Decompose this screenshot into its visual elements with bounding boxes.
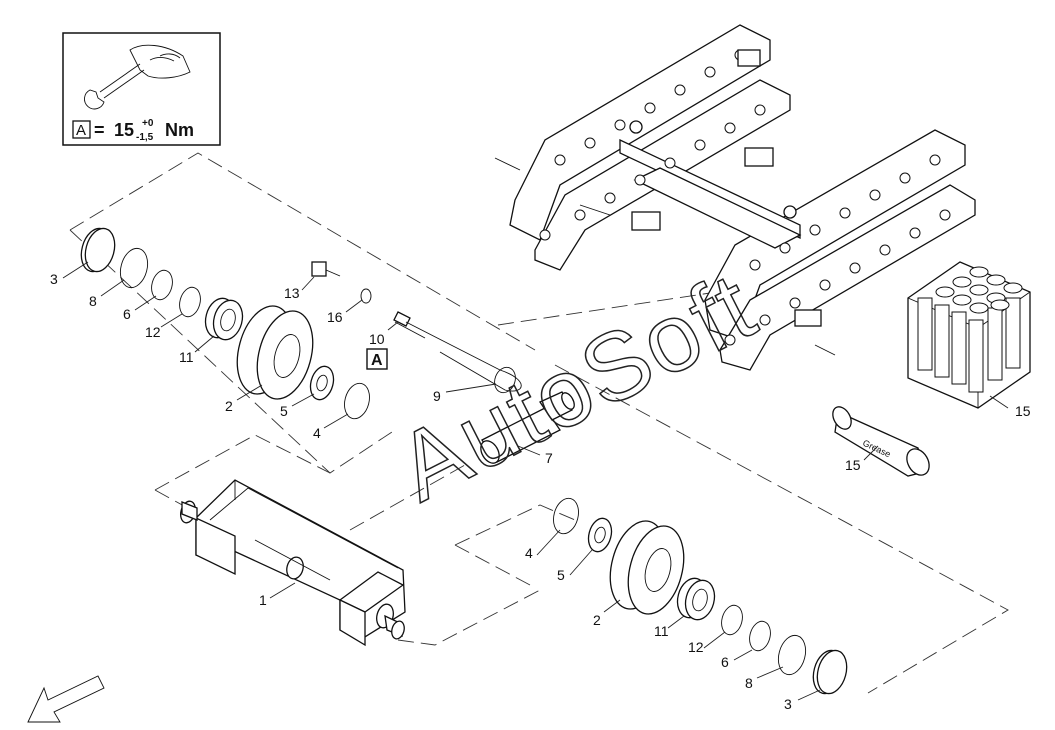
label-6-right: 6 xyxy=(721,654,729,670)
roller-bracket xyxy=(180,479,406,647)
label-15-carton: 15 xyxy=(1015,403,1031,419)
label-12-right: 12 xyxy=(688,639,704,655)
watermark-text: AutoSoft xyxy=(381,252,772,522)
label-4-right: 4 xyxy=(525,545,533,561)
label-8-right: 8 xyxy=(745,675,753,691)
roller-stack-left xyxy=(80,227,370,420)
label-5-left: 5 xyxy=(280,403,288,419)
torque-tolerance-minus: -1,5 xyxy=(136,132,154,143)
part-labels: 3 8 6 12 11 2 5 4 13 16 10 9 7 1 4 5 2 1… xyxy=(50,271,1031,712)
torque-spec-box: A = 15 +0 -1,5 Nm xyxy=(62,32,221,146)
label-5-right: 5 xyxy=(557,567,565,583)
assembly-phantom-lines xyxy=(69,152,1009,694)
torque-value: 15 xyxy=(114,120,134,140)
label-10: 10 xyxy=(369,331,385,347)
label-3-left: 3 xyxy=(50,271,58,287)
label-11-left: 11 xyxy=(179,349,194,365)
pin-part xyxy=(480,391,575,464)
roller-stack-right xyxy=(553,497,848,695)
grease-cartridge-box xyxy=(907,261,1031,409)
torque-equals: = xyxy=(94,120,105,140)
label-6-left: 6 xyxy=(123,306,131,322)
label-3-right: 3 xyxy=(784,696,792,712)
torque-unit: Nm xyxy=(165,120,194,140)
label-2-right: 2 xyxy=(593,612,601,628)
torque-tolerance-plus: +0 xyxy=(142,118,154,129)
label-2-left: 2 xyxy=(225,398,233,414)
leader-lines xyxy=(62,261,1009,701)
torque-key-badge: A xyxy=(366,348,388,370)
grease-fitting-assembly xyxy=(311,261,522,394)
label-16: 16 xyxy=(327,309,343,325)
label-1: 1 xyxy=(259,592,267,608)
conveyor-chain-assembly xyxy=(494,24,976,371)
label-15-cartridge: 15 xyxy=(845,457,861,473)
orientation-arrow-icon xyxy=(27,675,105,723)
label-11-right: 11 xyxy=(654,623,669,639)
label-4-left: 4 xyxy=(313,425,321,441)
label-7: 7 xyxy=(545,450,553,466)
wrench-hand-icon xyxy=(84,44,191,110)
torque-key-badge-text: A xyxy=(371,352,383,369)
label-13: 13 xyxy=(284,285,300,301)
label-12-left: 12 xyxy=(145,324,161,340)
label-9: 9 xyxy=(433,388,441,404)
label-8-left: 8 xyxy=(89,293,97,309)
torque-key-letter: A xyxy=(76,122,86,139)
